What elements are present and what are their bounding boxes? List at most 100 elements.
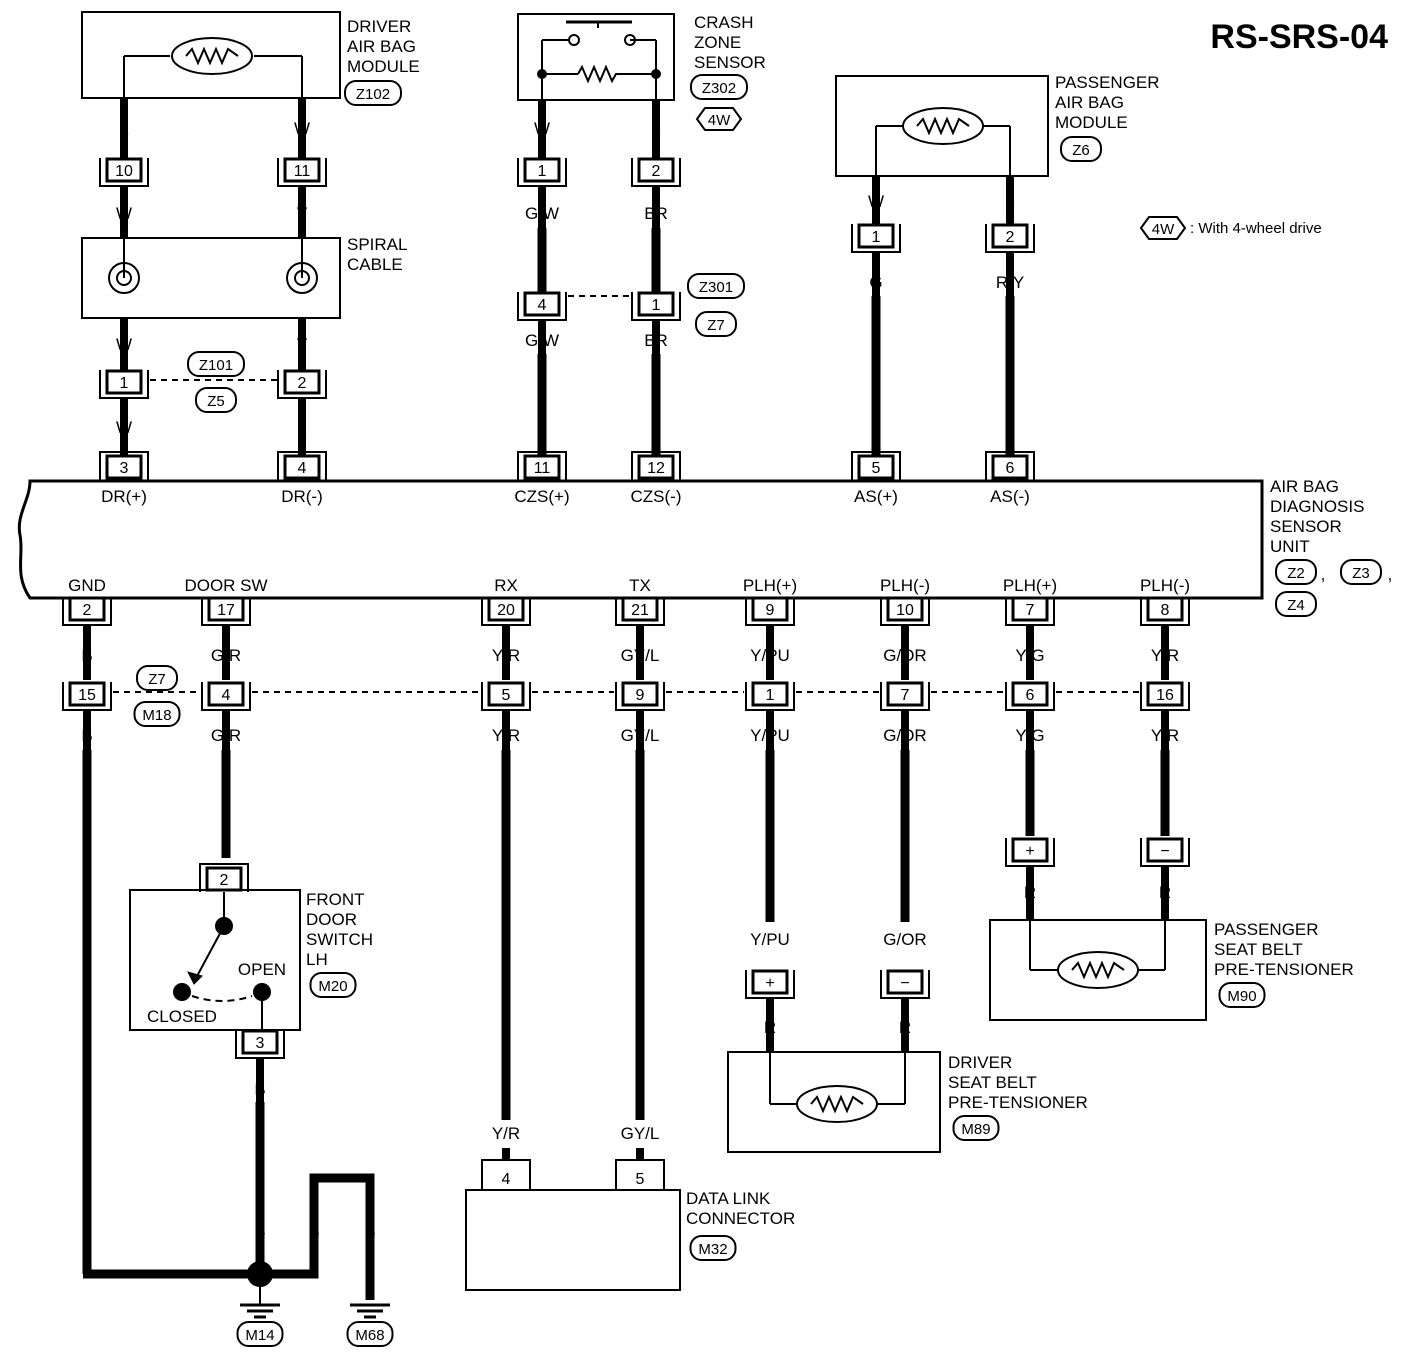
- wire-color: B: [254, 1222, 265, 1241]
- switch-contact: [624, 34, 636, 46]
- pin-label: PLH(+): [1003, 576, 1057, 595]
- driver-airbag-code: Z102: [356, 86, 390, 103]
- z302-code-badge: [690, 74, 748, 100]
- pin-label: CZS(-): [631, 487, 682, 506]
- crash-sensor-resistor-icon: [577, 64, 620, 84]
- wire-color: G/OR: [883, 726, 926, 745]
- driver-pt-name: SEAT BELT: [948, 1073, 1037, 1092]
- wire-color: Y/R: [1151, 726, 1179, 745]
- passenger-airbag-name: PASSENGER: [1055, 73, 1160, 92]
- data-link-connector: [465, 1189, 681, 1291]
- door-switch-name: DOOR: [306, 910, 357, 929]
- door-switch-name: SWITCH: [306, 930, 373, 949]
- unit-pin-4: [283, 454, 321, 480]
- m18-code-badge: [133, 701, 181, 727]
- driver-pt-resistor-icon-zigzag: [810, 1094, 864, 1114]
- joint-pin-5: [487, 681, 525, 707]
- joint-pin-9-number: 9: [636, 687, 645, 704]
- pin-10-number: 10: [115, 163, 133, 180]
- driver-pt-name: PRE-TENSIONER: [948, 1093, 1088, 1112]
- crash-zone-name: ZONE: [694, 33, 741, 52]
- splice-dot: [247, 1261, 273, 1287]
- unit-pin-11-bracket: [517, 451, 567, 480]
- m14-code: M14: [245, 1327, 274, 1344]
- wire-color: Y: [296, 204, 307, 223]
- unit-name: SENSOR: [1270, 517, 1342, 536]
- minus-terminal-number: −: [1160, 843, 1169, 860]
- m90-code-badge: [1218, 982, 1266, 1008]
- unit-pin-21: [621, 596, 659, 622]
- unit-pin-2-number: 2: [83, 602, 92, 619]
- joint-pin-4: [207, 681, 245, 707]
- unit-pin-10-number: 10: [896, 602, 914, 619]
- pin-1-number: 1: [872, 229, 881, 246]
- wire-color: W: [868, 192, 884, 211]
- comma: ,: [1388, 565, 1393, 584]
- z6-code: Z6: [1072, 142, 1090, 159]
- pin-11: [283, 157, 321, 183]
- unit-pin-2: [68, 596, 106, 622]
- pin-2: [637, 157, 675, 183]
- z101-code-badge: [187, 351, 245, 377]
- driver-airbag-resistor-icon-zigzag: [185, 46, 239, 66]
- wire-color: B: [308, 1222, 319, 1241]
- wire-color: R/Y: [996, 273, 1024, 292]
- z2-code-badge: [1275, 559, 1317, 585]
- passenger-pt-name: SEAT BELT: [1214, 940, 1303, 959]
- door-switch-pin-3: [241, 1029, 279, 1055]
- wire-color: G/OR: [883, 646, 926, 665]
- pin-label: PLH(-): [1140, 576, 1190, 595]
- legend-text: : With 4-wheel drive: [1190, 220, 1322, 237]
- m32-code: M32: [698, 1241, 727, 1258]
- m68-code: M68: [355, 1327, 384, 1344]
- z301-code-badge: [687, 273, 745, 299]
- crash-zone-name: SENSOR: [694, 53, 766, 72]
- passenger-airbag-module: [835, 75, 1049, 177]
- z101-code: Z101: [199, 357, 233, 374]
- unit-pin-6-number: 6: [1006, 460, 1015, 477]
- unit-pin-4-number: 4: [298, 460, 307, 477]
- crash-zone-sensor: [517, 13, 675, 101]
- plus-terminal-number: +: [1025, 843, 1034, 860]
- unit-pin-5-number: 5: [872, 460, 881, 477]
- dlc-pin-5: 5: [636, 1171, 645, 1188]
- ground-wire: [260, 1173, 375, 1300]
- pin-2: [991, 223, 1029, 249]
- unit-pin-3: [105, 454, 143, 480]
- unit-pin-6-bracket: [985, 451, 1035, 480]
- unit-pin-3-number: 3: [120, 460, 129, 477]
- pin-1-number: 1: [538, 163, 547, 180]
- plus-terminal-number: +: [765, 975, 774, 992]
- driver-seat-belt-pretensioner: [727, 1051, 941, 1153]
- wire-color: R: [1024, 883, 1036, 902]
- unit-pin-9-number: 9: [766, 602, 775, 619]
- wire-color: W: [116, 335, 132, 354]
- dlc-name: CONNECTOR: [686, 1209, 795, 1228]
- minus-terminal: [1146, 837, 1184, 863]
- pin-label: DR(+): [101, 487, 147, 506]
- wire-color: G/W: [525, 204, 559, 223]
- joint-pin-7: [886, 681, 924, 707]
- wire-color: B: [364, 1222, 375, 1241]
- pin-label: CZS(+): [514, 487, 569, 506]
- z3-code: Z3: [1352, 565, 1370, 582]
- pin-label: DOOR SW: [184, 576, 267, 595]
- pin-2-number: 2: [652, 163, 661, 180]
- passenger-seat-belt-pretensioner: [989, 919, 1207, 1021]
- passenger-airbag-name: MODULE: [1055, 113, 1128, 132]
- spiral-cable-name: SPIRAL: [347, 235, 407, 254]
- minus-terminal: [886, 969, 924, 995]
- z3-code-badge: [1340, 559, 1382, 585]
- pin-1: [105, 369, 143, 395]
- unit-pin-11-number: 11: [534, 460, 551, 477]
- pin-label: PLH(+): [743, 576, 797, 595]
- air-bag-diagnosis-sensor-unit: [17, 479, 1264, 600]
- wire-color: B: [81, 726, 92, 745]
- z301-code: Z301: [699, 279, 733, 296]
- z7-code-badge: [136, 665, 178, 691]
- door-switch-name: LH: [306, 950, 328, 969]
- pin-label: GND: [68, 576, 106, 595]
- closed-label: CLOSED: [147, 1007, 217, 1026]
- driver-airbag-name: DRIVER: [347, 17, 411, 36]
- z7-code-badge: [695, 311, 737, 337]
